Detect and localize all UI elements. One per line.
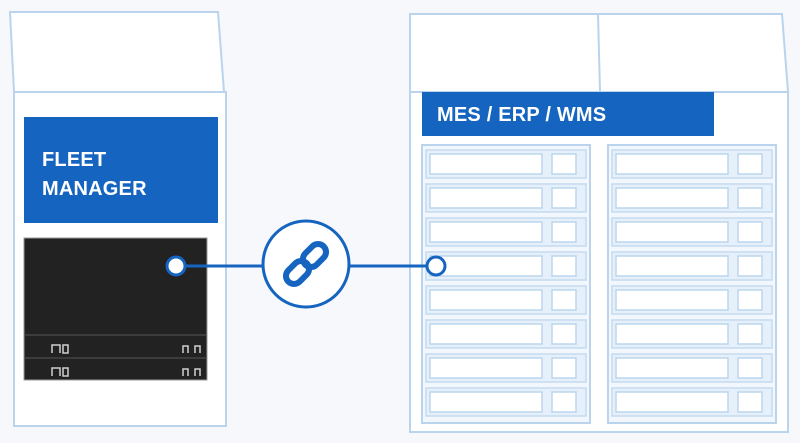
rack-slot-bay [615, 153, 729, 175]
rack-slot-indicator [551, 323, 577, 345]
fleet-cabinet-top [8, 11, 226, 93]
rack-slot-bay [429, 323, 543, 345]
link-icon [282, 240, 330, 288]
fleet-manager-label-line2: MANAGER [42, 178, 147, 200]
rack-slot-indicator [737, 323, 763, 345]
fleet-manager-label-panel [24, 117, 218, 223]
rack-slot-bay [615, 289, 729, 311]
rack-slot-bay [429, 255, 543, 277]
rack-slot-indicator [551, 153, 577, 175]
link-badge [261, 219, 351, 309]
rack-slots [425, 149, 773, 417]
mes-erp-wms-label: MES / ERP / WMS [437, 104, 607, 126]
rack-slot-bay [615, 187, 729, 209]
rack-slot-indicator [551, 289, 577, 311]
rack-slot-indicator [737, 187, 763, 209]
fleet-manager-label: FLEET MANAGER [42, 146, 147, 204]
rack-slot-bay [615, 255, 729, 277]
rack-slot-indicator [737, 221, 763, 243]
rack-slot-indicator [551, 357, 577, 379]
mes-connection-port [425, 255, 447, 277]
rack-slot-indicator [737, 289, 763, 311]
rack-slot-bay [615, 357, 729, 379]
rack-slot-bay [615, 323, 729, 345]
fleet-manager-cabinet [8, 11, 227, 427]
rack-slot-indicator [551, 255, 577, 277]
fleet-connection-port [165, 255, 187, 277]
rack-slot-bay [429, 153, 543, 175]
rack-slot-bay [429, 187, 543, 209]
rack-slot-indicator [737, 357, 763, 379]
fleet-device-port-icons [51, 344, 201, 377]
rack-slot-bay [615, 221, 729, 243]
rack-slot-indicator [551, 391, 577, 413]
mes-erp-wms-rack [409, 13, 790, 433]
rack-slot-bay [429, 289, 543, 311]
rack-slot-indicator [737, 255, 763, 277]
mes-rack-top-divider [597, 13, 601, 93]
rack-slot-bay [429, 391, 543, 413]
rack-slot-bay [615, 391, 729, 413]
rack-slot-bay [429, 357, 543, 379]
fleet-manager-label-line1: FLEET [42, 149, 107, 171]
rack-slot-indicator [551, 221, 577, 243]
rack-slot-indicator [551, 187, 577, 209]
rack-slot-indicator [737, 153, 763, 175]
rack-slot-bay [429, 221, 543, 243]
mes-label-panel [422, 92, 714, 136]
rack-slot-indicator [737, 391, 763, 413]
